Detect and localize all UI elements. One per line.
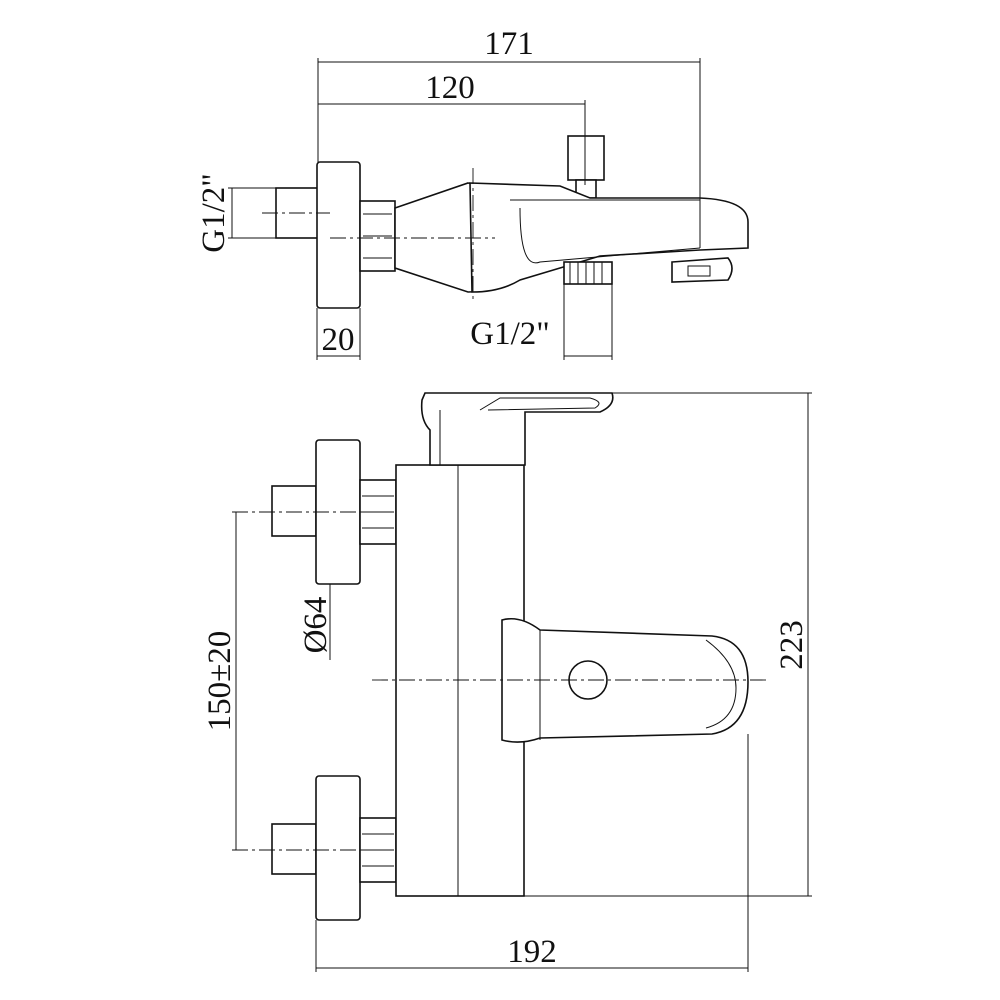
top-wall-flange [316, 161, 361, 309]
dim-top-flange-thickness: 20 [322, 322, 355, 358]
top-spout-outlet [671, 257, 733, 283]
dim-top-diverter-thread: G1/2" [470, 316, 549, 352]
front-lower-flange [315, 775, 361, 921]
dim-top-inlet-thread: G1/2" [196, 173, 232, 252]
top-spout [469, 182, 749, 293]
top-diverter-thread [563, 261, 613, 285]
dim-front-overall-width: 192 [507, 934, 557, 970]
front-lever-handle [420, 392, 614, 466]
top-view-dimensions: 171 120 G1/2" 20 G1/2" [196, 26, 701, 360]
top-view [262, 135, 749, 309]
dim-top-overall-length: 171 [484, 26, 534, 62]
front-view [232, 392, 768, 921]
top-hex-nut [359, 200, 396, 272]
dim-top-inlet-to-outlet: 120 [425, 70, 475, 106]
dim-front-overall-height: 223 [774, 620, 810, 670]
front-lower-inlet-pipe [271, 823, 317, 875]
front-view-dimensions: 192 223 150±20 Ø64 [202, 392, 812, 972]
dim-front-flange-diameter: Ø64 [298, 597, 334, 654]
front-upper-inlet-pipe [271, 485, 317, 537]
dim-front-inlet-spacing: 150±20 [202, 631, 238, 732]
top-diverter-knob [567, 135, 605, 199]
